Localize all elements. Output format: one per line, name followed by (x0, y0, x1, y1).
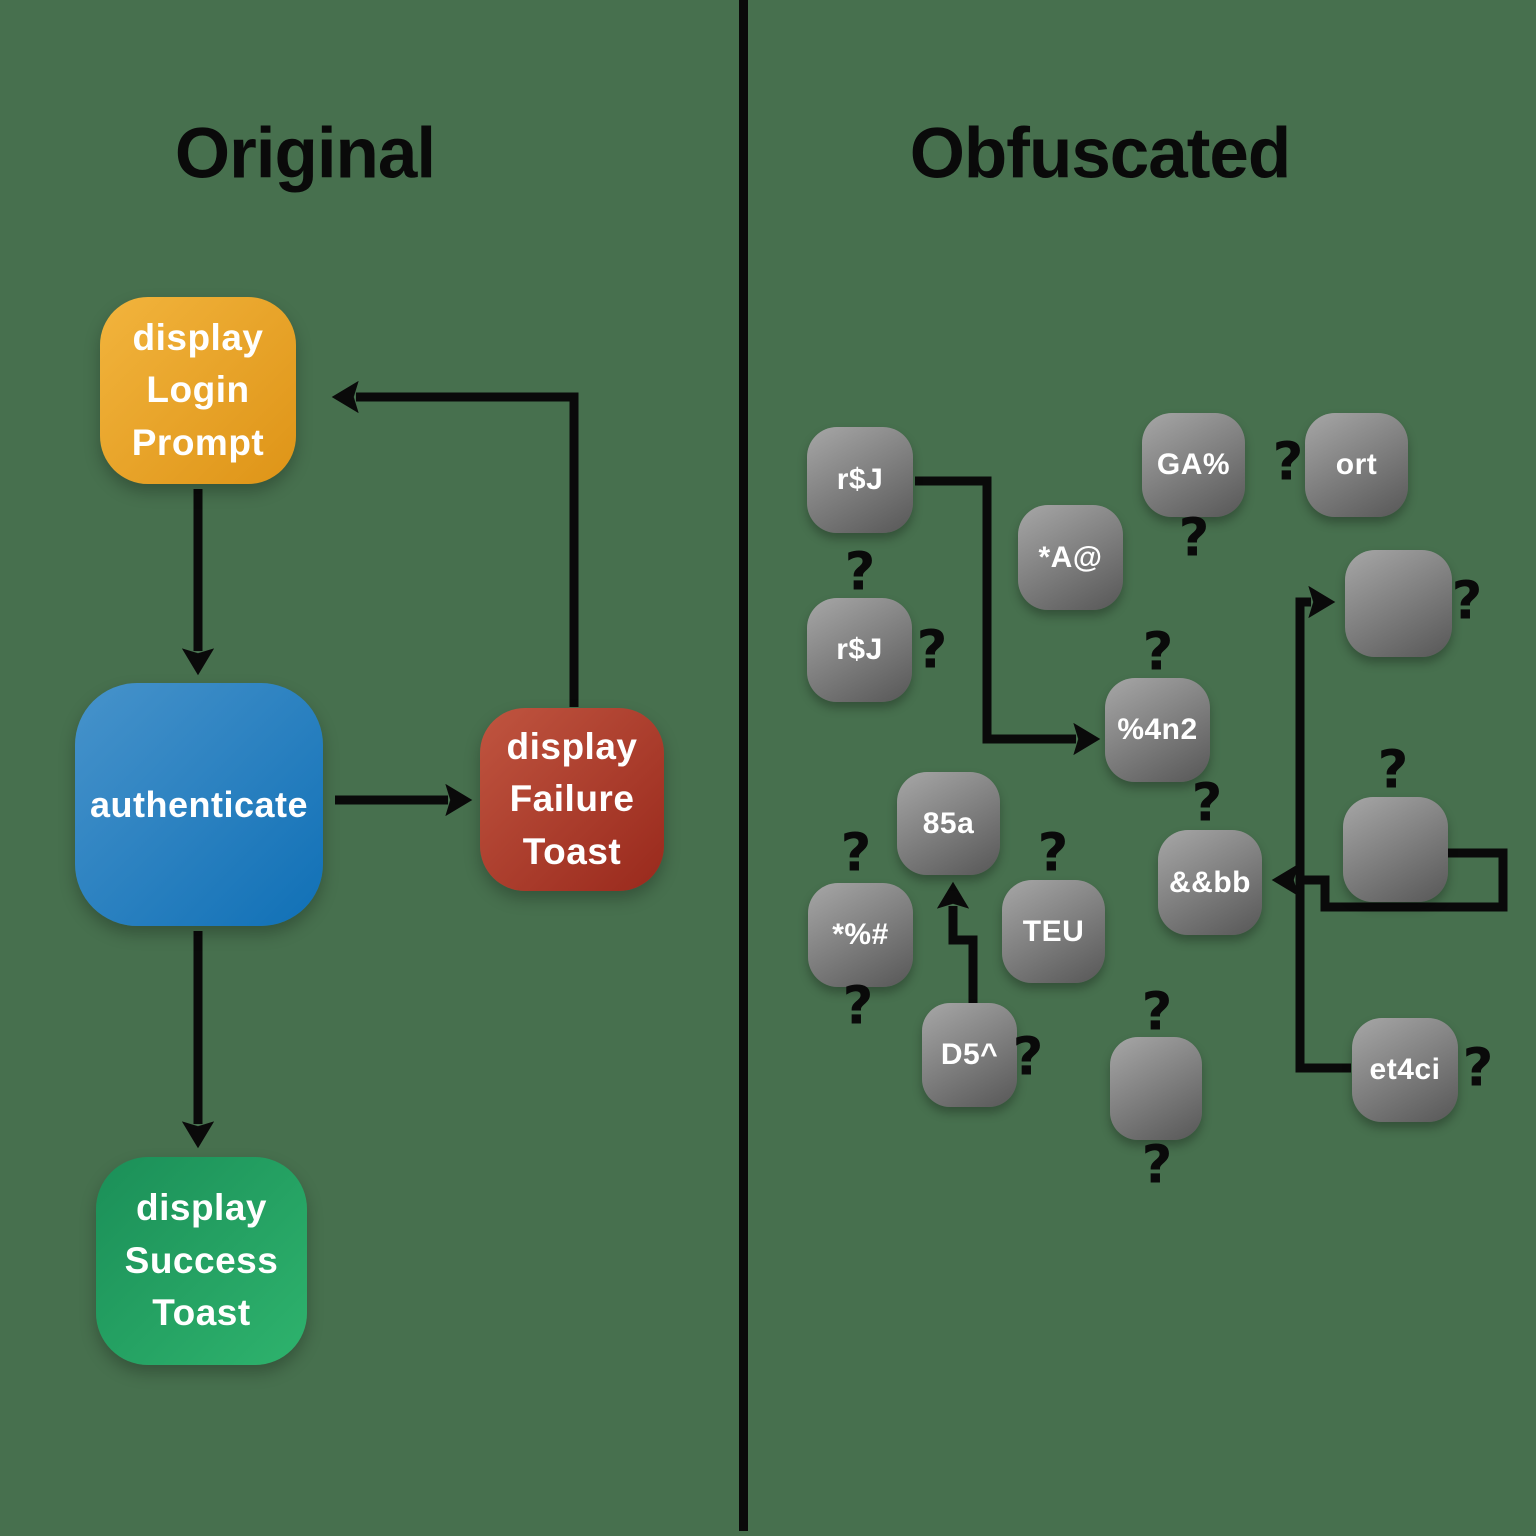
arrow-rsj-to-pct4n2 (915, 476, 1101, 756)
node-obf-blank-3 (1110, 1037, 1202, 1140)
node-success-toast-line3: Toast (152, 1292, 251, 1334)
question-mark-12: ? (1012, 1026, 1044, 1088)
node-login-prompt-line2: Login (146, 369, 250, 411)
node-obf-andbb: &&bb (1158, 830, 1262, 935)
question-mark-4: ? (916, 619, 948, 681)
node-success-toast-line2: Success (124, 1239, 279, 1281)
arrow-blank2-to-andbb-loop (1271, 848, 1508, 912)
question-mark-6: ? (1451, 570, 1483, 632)
node-failure-toast: display Failure Toast (480, 708, 664, 891)
question-mark-5: ? (1142, 621, 1174, 683)
question-mark-9: ? (840, 822, 872, 884)
question-mark-3: ? (844, 541, 876, 603)
arrow-et4ci-to-blank1-loop (1295, 585, 1351, 1073)
node-login-prompt: display Login Prompt (100, 297, 296, 484)
question-mark-15: ? (1462, 1037, 1494, 1099)
node-failure-toast-line2: Failure (509, 778, 635, 820)
question-mark-7: ? (1191, 772, 1223, 834)
node-success-toast-line1: display (135, 1187, 267, 1229)
node-obf-ga: GA% (1142, 413, 1245, 517)
node-obf-pct4n2: %4n2 (1105, 678, 1210, 782)
obfuscated-title: Obfuscated (909, 114, 1292, 194)
node-authenticate: authenticate (75, 683, 323, 926)
node-obf-rsj-2: r$J (807, 598, 912, 702)
node-obf-blank-2 (1343, 797, 1448, 902)
question-mark-10: ? (1037, 822, 1069, 884)
node-authenticate-label: authenticate (89, 783, 309, 825)
node-obf-blank-1 (1345, 550, 1452, 657)
node-obf-d5: D5^ (922, 1003, 1017, 1107)
question-mark-2: ? (1178, 507, 1210, 569)
question-mark-11: ? (842, 975, 874, 1037)
node-obf-teu: TEU (1002, 880, 1105, 983)
node-obf-starpct: *%# (808, 883, 913, 987)
arrow-failure-to-login-loop (331, 380, 579, 707)
node-obf-ort: ort (1305, 413, 1408, 517)
node-success-toast: display Success Toast (96, 1157, 307, 1365)
question-mark-1: ? (1272, 431, 1304, 493)
node-failure-toast-line3: Toast (522, 830, 622, 872)
node-login-prompt-line3: Prompt (131, 421, 265, 463)
node-login-prompt-line1: display (132, 316, 264, 358)
node-obf-85a: 85a (897, 772, 1000, 875)
node-obf-et4ci: et4ci (1352, 1018, 1458, 1122)
node-obf-aat: *A@ (1018, 505, 1123, 610)
arrow-d5-to-85a (936, 881, 978, 1003)
question-mark-13: ? (1141, 981, 1173, 1043)
node-obf-rsj-1: r$J (807, 427, 913, 533)
question-mark-8: ? (1377, 739, 1409, 801)
node-failure-toast-line1: display (506, 725, 638, 767)
question-mark-14: ? (1141, 1134, 1173, 1196)
original-title: Original (174, 114, 436, 194)
panel-divider (739, 0, 748, 1531)
